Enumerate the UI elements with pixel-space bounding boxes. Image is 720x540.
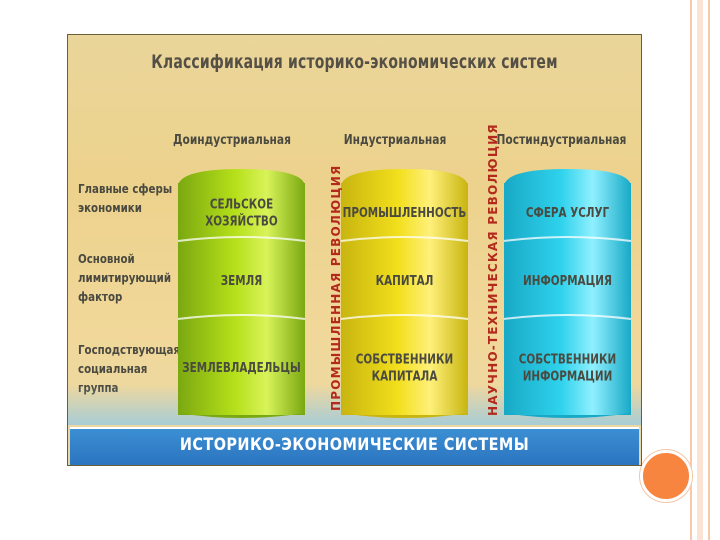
column-header-preindustrial: Доиндустриальная [173, 133, 291, 148]
column-header-postindustrial: Постиндустриальная [496, 133, 627, 148]
industrial-social-group-text: КАПИТАЛА [372, 368, 439, 383]
decor-stripe [697, 0, 703, 540]
preindustrial-separator [177, 236, 306, 242]
postindustrial-column-base [504, 413, 631, 418]
decor-stripe [690, 0, 692, 540]
postindustrial-main-sphere-cell [504, 183, 631, 241]
column-header-industrial: Индустриальная [343, 133, 447, 148]
base-bar: ИСТОРИКО-ЭКОНОМИЧЕСКИЕ СИСТЕМЫ [70, 427, 639, 465]
industrial-separator [340, 314, 469, 320]
decor-stripe [708, 0, 710, 540]
postindustrial-separator [503, 236, 632, 242]
industrial-social-group-cell [341, 319, 468, 415]
preindustrial-column-base [178, 413, 305, 418]
preindustrial-social-group-text: ЗЕМЛЕВЛАДЕЛЬЦЫ [182, 360, 300, 375]
preindustrial-separator [177, 314, 306, 320]
postindustrial-column-top [504, 169, 631, 187]
preindustrial-limiting-factor-text: ЗЕМЛЯ [221, 273, 262, 288]
industrial-separator [340, 236, 469, 242]
diagram-title: Классификация историко-экономических сис… [151, 51, 558, 73]
diagram-slide: Классификация историко-экономических сис… [67, 34, 642, 466]
orange-circle-decoration [640, 450, 692, 502]
industrial-revolution-label: ПРОМЫШЛЕННАЯ РЕВОЛЮЦИЯ [329, 164, 343, 411]
industrial-limiting-factor-text: КАПИТАЛ [376, 273, 434, 288]
industrial-main-sphere-cell [341, 183, 468, 241]
postindustrial-limiting-factor-text: ИНФОРМАЦИЯ [523, 273, 612, 288]
industrial-limiting-factor-cell [341, 241, 468, 319]
preindustrial-column-top [178, 169, 305, 187]
preindustrial-social-group-cell [178, 319, 305, 415]
preindustrial-main-sphere-text: СЕЛЬСКОЕ [210, 196, 273, 211]
postindustrial-main-sphere-text: СФЕРА УСЛУГ [526, 205, 610, 220]
postindustrial-separator [503, 314, 632, 320]
base-label: ИСТОРИКО-ЭКОНОМИЧЕСКИЕ СИСТЕМЫ [179, 435, 530, 455]
postindustrial-social-group-text: СОБСТВЕННИКИ [519, 351, 616, 366]
postindustrial-social-group-cell [504, 319, 631, 415]
postindustrial-social-group-text: ИНФОРМАЦИИ [523, 368, 613, 383]
postindustrial-limiting-factor-cell [504, 241, 631, 319]
industrial-main-sphere-text: ПРОМЫШЛЕННОСТЬ [343, 205, 467, 220]
industrial-column-base [341, 413, 468, 418]
industrial-column-top [341, 169, 468, 187]
row-label-social-group: Господствующаясоциальнаягруппа [78, 342, 181, 395]
industrial-social-group-text: СОБСТВЕННИКИ [356, 351, 453, 366]
preindustrial-main-sphere-cell [178, 183, 305, 241]
scientific-technical-revolution-label: НАУЧНО-ТЕХНИЧЕСКАЯ РЕВОЛЮЦИЯ [486, 123, 500, 416]
preindustrial-limiting-factor-cell [178, 241, 305, 319]
preindustrial-main-sphere-text: ХОЗЯЙСТВО [205, 212, 277, 229]
